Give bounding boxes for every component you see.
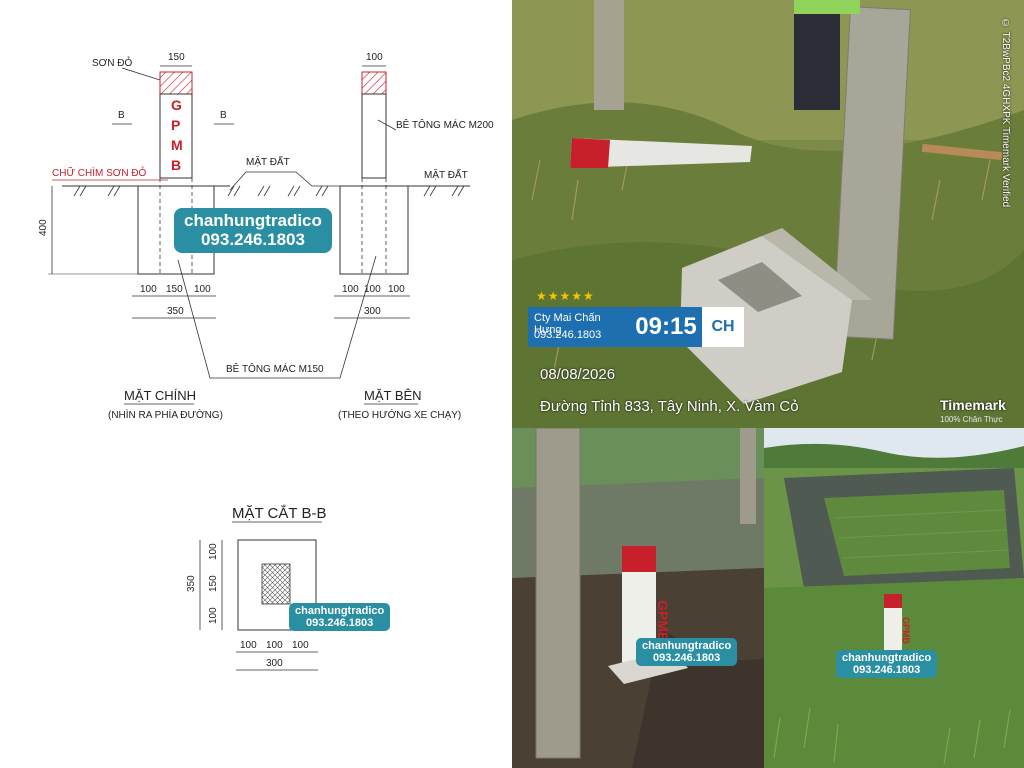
- timemark-time: 09:15: [630, 307, 702, 347]
- watermark-phone: 093.246.1803: [305, 617, 374, 630]
- timemark-brand: Timemark: [940, 397, 1006, 413]
- post-width-dim: 150: [168, 52, 185, 63]
- timemark-address: Đường Tỉnh 833, Tây Ninh, X. Vàm Cỏ: [540, 398, 799, 415]
- front-dim-total: 350: [167, 306, 184, 317]
- section-title: MẶT CẮT B-B: [232, 504, 326, 522]
- timemark-company: Cty Mai Chấn Hưng: [534, 312, 601, 336]
- watermark-brand: chanhungtradico: [842, 652, 932, 664]
- front-dim-mid: 150: [166, 284, 183, 295]
- photo-bottom-right: GPMB chanhungtradico 093.246.1803: [764, 428, 1024, 768]
- watermark-brand: chanhungtradico: [184, 211, 322, 230]
- side-view-title: MẶT BÊN: [364, 388, 422, 403]
- side-view-subtitle: (THEO HƯỚNG XE CHẠY): [338, 408, 461, 421]
- watermark-phone: 093.246.1803: [652, 652, 721, 665]
- front-view-title: MẶT CHÍNH: [124, 388, 196, 403]
- timemark-company-block: Cty Mai Chấn Hưng 093.246.1803: [528, 307, 630, 347]
- side-dim-total: 300: [364, 306, 381, 317]
- post-letter-m: M: [171, 137, 183, 153]
- front-dim-right: 100: [194, 284, 211, 295]
- section-dim-bottom-right: 100: [292, 640, 309, 651]
- drawing-canvas: SƠN ĐỎ 150 G P M B B B CHỮ CHÌM SƠN ĐỎ: [38, 52, 494, 671]
- watermark-phone: 093.246.1803: [852, 664, 921, 677]
- post-text-left: GPMB: [655, 600, 671, 642]
- timemark-phone: 093.246.1803: [534, 329, 602, 341]
- section-dim-bottom-mid: 100: [266, 640, 283, 651]
- photo-bottom-left: GPMB chanhungtradico 093.246.1803: [512, 428, 764, 768]
- photo-bottom-left-illustration: GPMB: [512, 428, 764, 768]
- section-dim-bottom-total: 300: [266, 658, 283, 669]
- photo-bottom-right-illustration: GPMB: [764, 428, 1024, 768]
- paint-label: SƠN ĐỎ: [92, 56, 132, 69]
- depth-dim: 400: [38, 219, 49, 236]
- section-dim-left-mid: 150: [208, 575, 219, 592]
- watermark-phone: 093.246.1803: [200, 229, 305, 249]
- section-mark-left: B: [118, 110, 125, 121]
- side-dim-right: 100: [388, 284, 405, 295]
- post-letter-p: P: [171, 117, 180, 133]
- section-view: MẶT CẮT B-B 350 100 150 100 100 100 100 …: [186, 504, 326, 671]
- side-view: 100 BÊ TÔNG MÁC M200 MẶT ĐẤT 100 100 100…: [334, 52, 494, 319]
- side-dim-mid: 100: [364, 284, 381, 295]
- section-dim-left-top: 100: [208, 543, 219, 560]
- timemark-verified-vertical: © T2BwPBc2 4GHXPK Timemark Verified: [1000, 18, 1011, 208]
- section-mark-right: B: [220, 110, 227, 121]
- technical-drawing-panel: SƠN ĐỎ 150 G P M B B B CHỮ CHÌM SƠN ĐỎ: [38, 52, 495, 671]
- watermark-brand-large: chanhungtradico 093.246.1803: [174, 208, 332, 254]
- side-dim-left: 100: [342, 284, 359, 295]
- timemark-brand-sub: 100% Chân Thực: [940, 415, 1003, 424]
- section-dim-left-bottom: 100: [208, 607, 219, 624]
- concrete-m200-label: BÊ TÔNG MÁC M200: [396, 118, 494, 131]
- watermark-brand: chanhungtradico: [642, 640, 732, 652]
- ground-label-middle: MẶT ĐẤT: [246, 155, 290, 168]
- front-dim-left: 100: [140, 284, 157, 295]
- side-width-dim: 100: [366, 52, 383, 63]
- photo-top-illustration: [512, 0, 1024, 428]
- front-view-subtitle: (NHÌN RA PHÍA ĐƯỜNG): [108, 408, 223, 421]
- concrete-m150-label: BÊ TÔNG MÁC M150: [226, 362, 324, 375]
- ground-label-right: MẶT ĐẤT: [424, 168, 468, 181]
- post-letter-b: B: [171, 157, 181, 173]
- timemark-stars: ★★★★★: [536, 289, 595, 303]
- section-dim-bottom-left: 100: [240, 640, 257, 651]
- post-letter-g: G: [171, 97, 182, 113]
- watermark-brand-photo-right: chanhungtradico 093.246.1803: [836, 650, 938, 679]
- timemark-code: CH: [702, 307, 744, 347]
- sunken-text-label: CHỮ CHÌM SƠN ĐỎ: [52, 166, 147, 179]
- timemark-date: 08/08/2026: [540, 366, 616, 383]
- watermark-brand-section: chanhungtradico 093.246.1803: [289, 603, 391, 632]
- front-view: SƠN ĐỎ 150 G P M B B B CHỮ CHÌM SƠN ĐỎ: [38, 52, 241, 319]
- post-text-right: GPMB: [901, 617, 911, 645]
- watermark-brand: chanhungtradico: [295, 605, 385, 617]
- watermark-brand-photo-left: chanhungtradico 093.246.1803: [636, 638, 738, 667]
- section-dim-left-total: 350: [186, 575, 197, 592]
- photo-top-site: [512, 0, 1024, 428]
